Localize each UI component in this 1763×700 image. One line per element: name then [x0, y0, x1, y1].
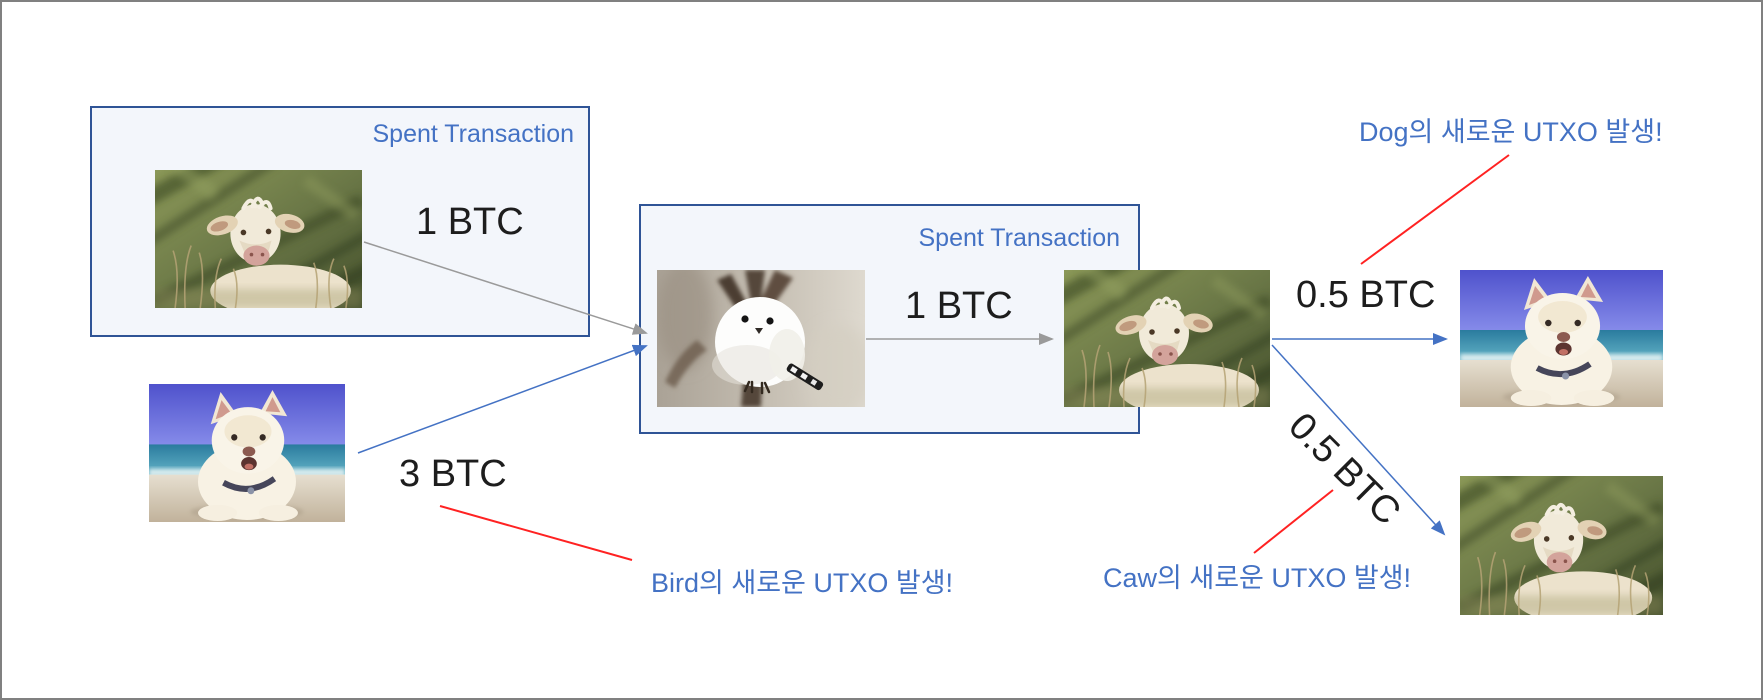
amount-label-dog-input: 3 BTC	[399, 453, 507, 495]
cow-photo	[155, 170, 362, 308]
callout-line-caw	[1253, 489, 1334, 554]
annotation-bird-new-utxo: Bird의 새로운 UTXO 발생!	[651, 568, 954, 598]
callout-line-dog	[1360, 154, 1510, 265]
callout-line-bird	[439, 505, 633, 561]
spent-transaction-label: Spent Transaction	[918, 224, 1120, 252]
amount-label-output-dog: 0.5 BTC	[1296, 274, 1436, 316]
bird-photo	[657, 270, 865, 407]
amount-label-tx-internal: 1 BTC	[905, 285, 1013, 327]
amount-label-cow-input: 1 BTC	[416, 201, 524, 243]
dog-photo	[149, 384, 345, 522]
arrow-dog1-to-bird	[357, 344, 648, 454]
annotation-dog-new-utxo: Dog의 새로운 UTXO 발생!	[1359, 117, 1663, 147]
amount-label-output-caw: 0.5 BTC	[1280, 405, 1409, 534]
spent-transaction-box-middle: Spent Transaction	[639, 204, 1140, 434]
spent-transaction-label: Spent Transaction	[372, 120, 574, 148]
cow-photo	[1064, 270, 1270, 407]
annotation-caw-new-utxo: Caw의 새로운 UTXO 발생!	[1103, 563, 1412, 593]
dog-photo	[1460, 270, 1663, 407]
cow-photo	[1460, 476, 1663, 615]
